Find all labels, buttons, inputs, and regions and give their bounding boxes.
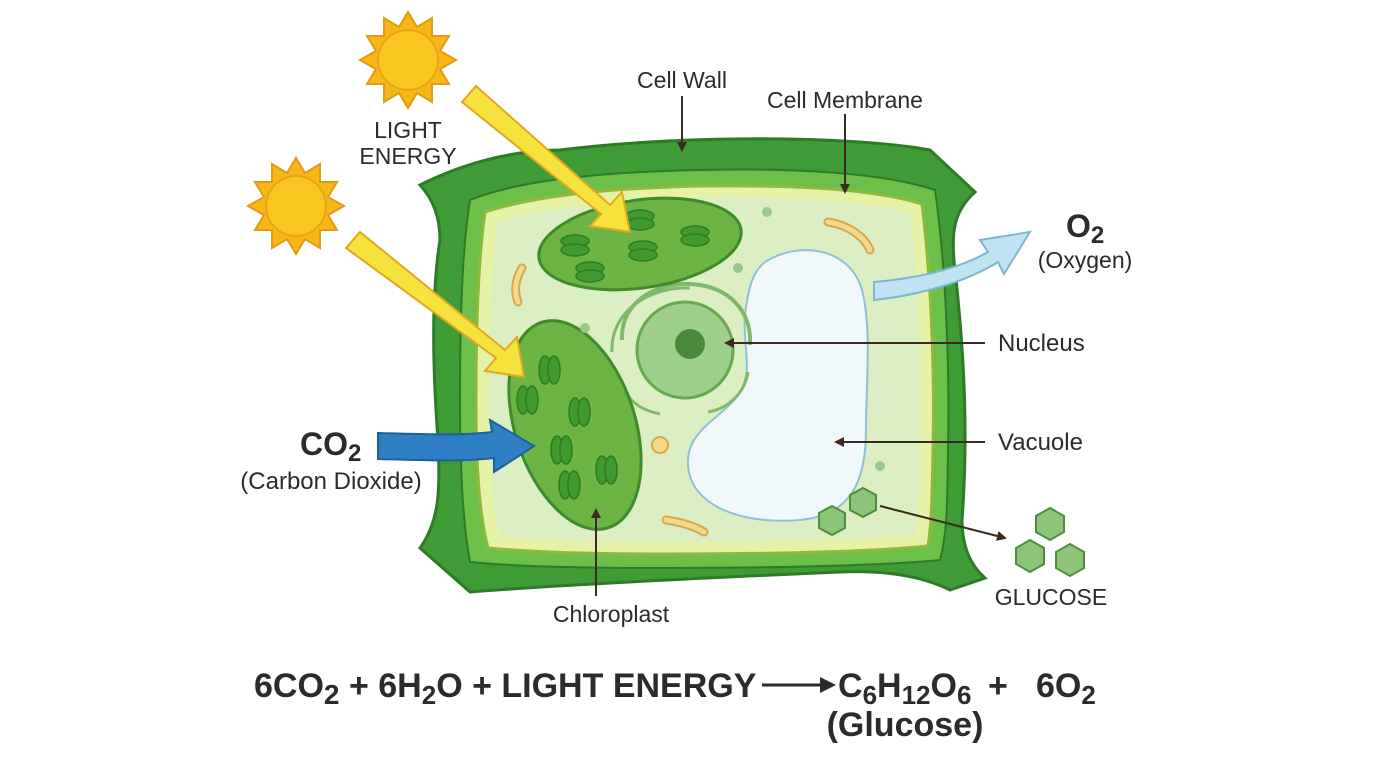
- light-arrow-top: [460, 84, 632, 234]
- equation-left: 6CO2 + 6H2O + LIGHT ENERGY: [254, 667, 757, 710]
- glucose-pointer: [879, 505, 1007, 541]
- vacuole-label: Vacuole: [998, 429, 1083, 456]
- light-energy-label-line2: ENERGY: [359, 143, 456, 169]
- light-arrow-bottom: [344, 230, 526, 379]
- co2-name-label: (Carbon Dioxide): [240, 468, 421, 495]
- equation-glucose-label: (Glucose): [827, 706, 984, 744]
- chloroplast-left: [507, 319, 643, 531]
- cell-membrane-label: Cell Membrane: [767, 87, 923, 113]
- sun-icon-bottom: [245, 156, 347, 256]
- chloroplast-top: [537, 196, 743, 292]
- nucleus: [610, 281, 753, 416]
- sun-icon-top: [357, 10, 459, 110]
- nucleus-label: Nucleus: [998, 330, 1085, 357]
- equation-right: C6H12O6: [838, 667, 971, 710]
- o2-arrow: [873, 230, 1033, 302]
- co2-arrow: [377, 418, 536, 474]
- light-energy-label-line1: LIGHT: [374, 117, 442, 143]
- glucose-hexagons-inside: [818, 486, 877, 537]
- equation-oxygen-product: 6O2: [1036, 667, 1096, 710]
- equation-plus: +: [988, 667, 1008, 705]
- equation-arrow: [762, 677, 836, 693]
- oxygen-formula-label: O2: [1066, 208, 1104, 249]
- chloroplast-label: Chloroplast: [553, 601, 670, 627]
- glucose-label: GLUCOSE: [995, 584, 1107, 610]
- cell-wall-label: Cell Wall: [637, 67, 727, 93]
- co2-formula-label: CO2: [300, 426, 361, 467]
- organelles: [511, 207, 885, 537]
- glucose-hexagons-outside: [1015, 506, 1085, 578]
- vacuole: [686, 249, 869, 522]
- oxygen-name-label: (Oxygen): [1038, 247, 1133, 273]
